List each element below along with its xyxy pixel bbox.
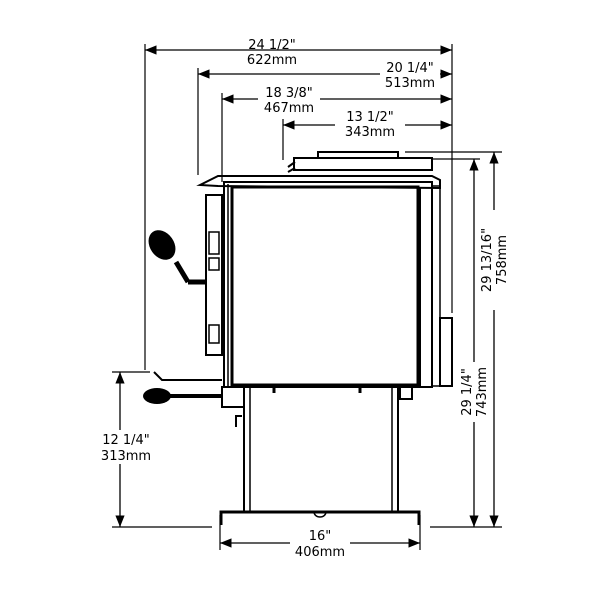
handle-height-metric: 313mm [101,449,151,464]
depth-18-imperial: 18 3/8" [265,86,313,101]
depth-20-imperial: 20 1/4" [386,61,434,76]
overall-depth-metric: 622mm [247,53,297,68]
base-width-imperial: 16" [309,529,332,544]
depth-13-imperial: 13 1/2" [346,110,394,125]
upper-handle-knob [148,230,176,260]
depth-13-metric: 343mm [345,125,395,140]
dimension-overall-height: 29 13/16" 758mm [478,152,510,527]
lower-handle-knob [143,388,171,404]
lower-handle [143,371,222,404]
dimension-depth-20: 20 1/4" 513mm [198,60,452,91]
upper-handle [148,230,206,285]
dimension-handle-height: 12 1/4" 313mm [85,372,165,527]
dimension-base-width: 16" 406mm [220,528,420,560]
dimension-depth-13: 13 1/2" 343mm [283,110,452,140]
overall-height-metric: 758mm [495,235,510,285]
dimension-top-height: 29 1/4" 743mm [458,159,490,527]
handle-height-imperial: 12 1/4" [102,433,150,448]
base-width-metric: 406mm [295,545,345,560]
overall-depth-imperial: 24 1/2" [248,38,296,53]
dimension-depth-18: 18 3/8" 467mm [222,86,452,116]
top-height-imperial: 29 1/4" [460,368,475,416]
dimension-overall-depth: 24 1/2" 622mm [145,38,452,68]
extension-lines [112,44,502,550]
top-height-metric: 743mm [475,367,490,417]
overall-height-imperial: 29 13/16" [480,228,495,292]
stove-outline [196,151,453,525]
depth-20-metric: 513mm [385,76,435,91]
depth-18-metric: 467mm [264,101,314,116]
